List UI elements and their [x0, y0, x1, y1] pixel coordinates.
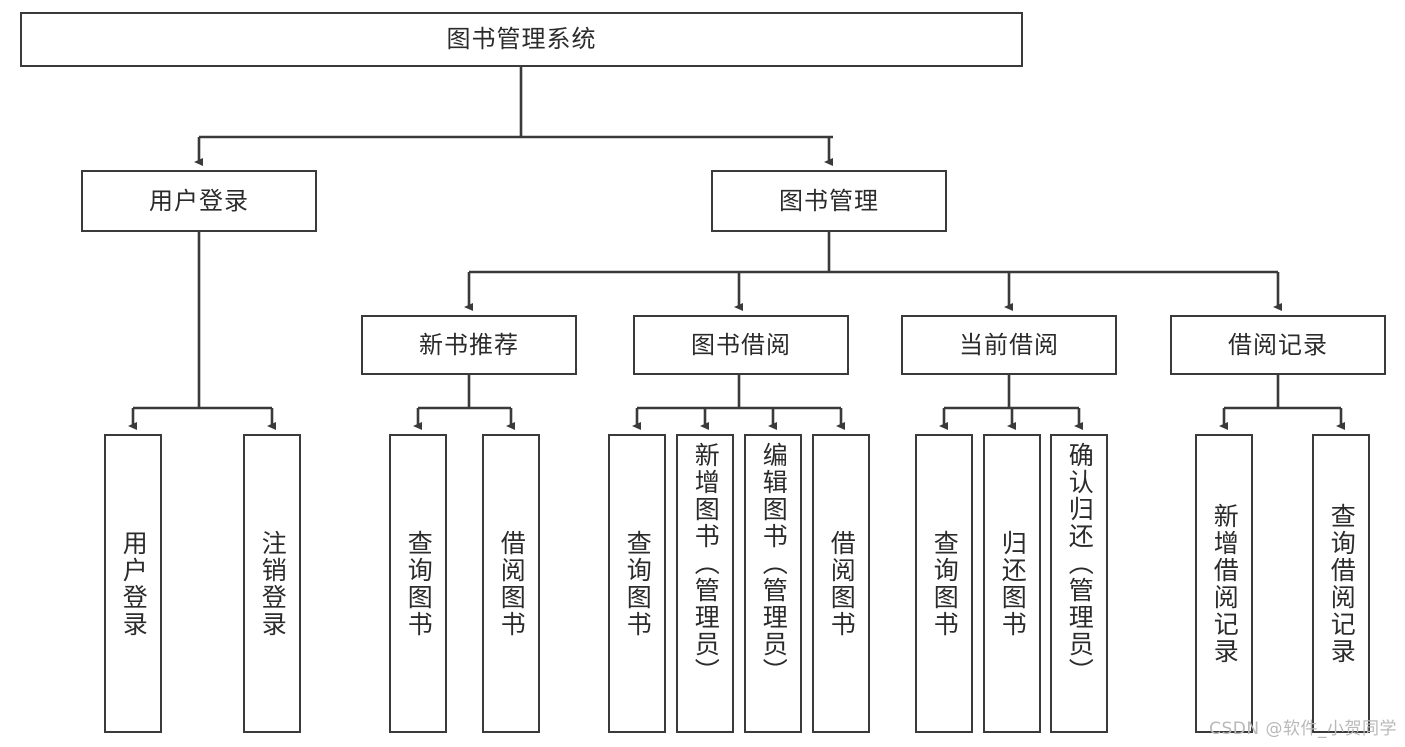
node-leaf-logout-login[interactable]: 注销登录 [243, 434, 301, 733]
node-new-book-recommend-label: 新书推荐 [419, 330, 519, 359]
node-leaf-confirm-return-label: 确认归还（管理员） [1065, 442, 1095, 685]
node-leaf-add-book[interactable]: 新增图书（管理员） [676, 434, 734, 733]
node-leaf-edit-book-label: 编辑图书（管理员） [759, 442, 789, 685]
node-leaf-query-book-2-label: 查询图书 [623, 529, 653, 638]
node-leaf-logout-login-label: 注销登录 [258, 529, 288, 638]
node-leaf-query-record-label: 查询借阅记录 [1327, 502, 1357, 665]
node-leaf-borrow-book-1-label: 借阅图书 [497, 529, 527, 638]
watermark-text: CSDN @软件_小贺同学 [1209, 719, 1397, 739]
node-user-login[interactable]: 用户登录 [81, 170, 317, 232]
node-root[interactable]: 图书管理系统 [20, 12, 1023, 67]
node-current-borrow-label: 当前借阅 [959, 330, 1059, 359]
node-leaf-confirm-return[interactable]: 确认归还（管理员） [1050, 434, 1108, 733]
node-leaf-borrow-book-2[interactable]: 借阅图书 [812, 434, 870, 733]
node-leaf-query-record[interactable]: 查询借阅记录 [1312, 434, 1370, 733]
node-leaf-edit-book[interactable]: 编辑图书（管理员） [744, 434, 802, 733]
node-leaf-borrow-book-1[interactable]: 借阅图书 [482, 434, 540, 733]
node-book-borrow-label: 图书借阅 [691, 330, 791, 359]
node-leaf-query-book-3[interactable]: 查询图书 [915, 434, 973, 733]
node-root-label: 图书管理系统 [446, 25, 597, 54]
node-user-login-label: 用户登录 [149, 186, 249, 215]
node-borrow-record[interactable]: 借阅记录 [1170, 315, 1386, 375]
node-leaf-add-book-label: 新增图书（管理员） [691, 442, 721, 685]
node-current-borrow[interactable]: 当前借阅 [901, 315, 1117, 375]
node-new-book-recommend[interactable]: 新书推荐 [361, 315, 577, 375]
node-leaf-return-book-label: 归还图书 [998, 529, 1028, 638]
node-leaf-user-login-label: 用户登录 [119, 529, 149, 638]
node-leaf-query-book-1-label: 查询图书 [404, 529, 434, 638]
node-book-borrow[interactable]: 图书借阅 [633, 315, 849, 375]
node-leaf-query-book-3-label: 查询图书 [930, 529, 960, 638]
node-leaf-query-book-2[interactable]: 查询图书 [608, 434, 666, 733]
node-book-management[interactable]: 图书管理 [711, 170, 947, 232]
node-leaf-user-login[interactable]: 用户登录 [104, 434, 162, 733]
node-leaf-add-record-label: 新增借阅记录 [1210, 502, 1240, 665]
node-leaf-borrow-book-2-label: 借阅图书 [827, 529, 857, 638]
node-leaf-add-record[interactable]: 新增借阅记录 [1195, 434, 1253, 733]
node-book-management-label: 图书管理 [779, 186, 879, 215]
node-leaf-query-book-1[interactable]: 查询图书 [389, 434, 447, 733]
node-leaf-return-book[interactable]: 归还图书 [983, 434, 1041, 733]
node-borrow-record-label: 借阅记录 [1228, 330, 1328, 359]
